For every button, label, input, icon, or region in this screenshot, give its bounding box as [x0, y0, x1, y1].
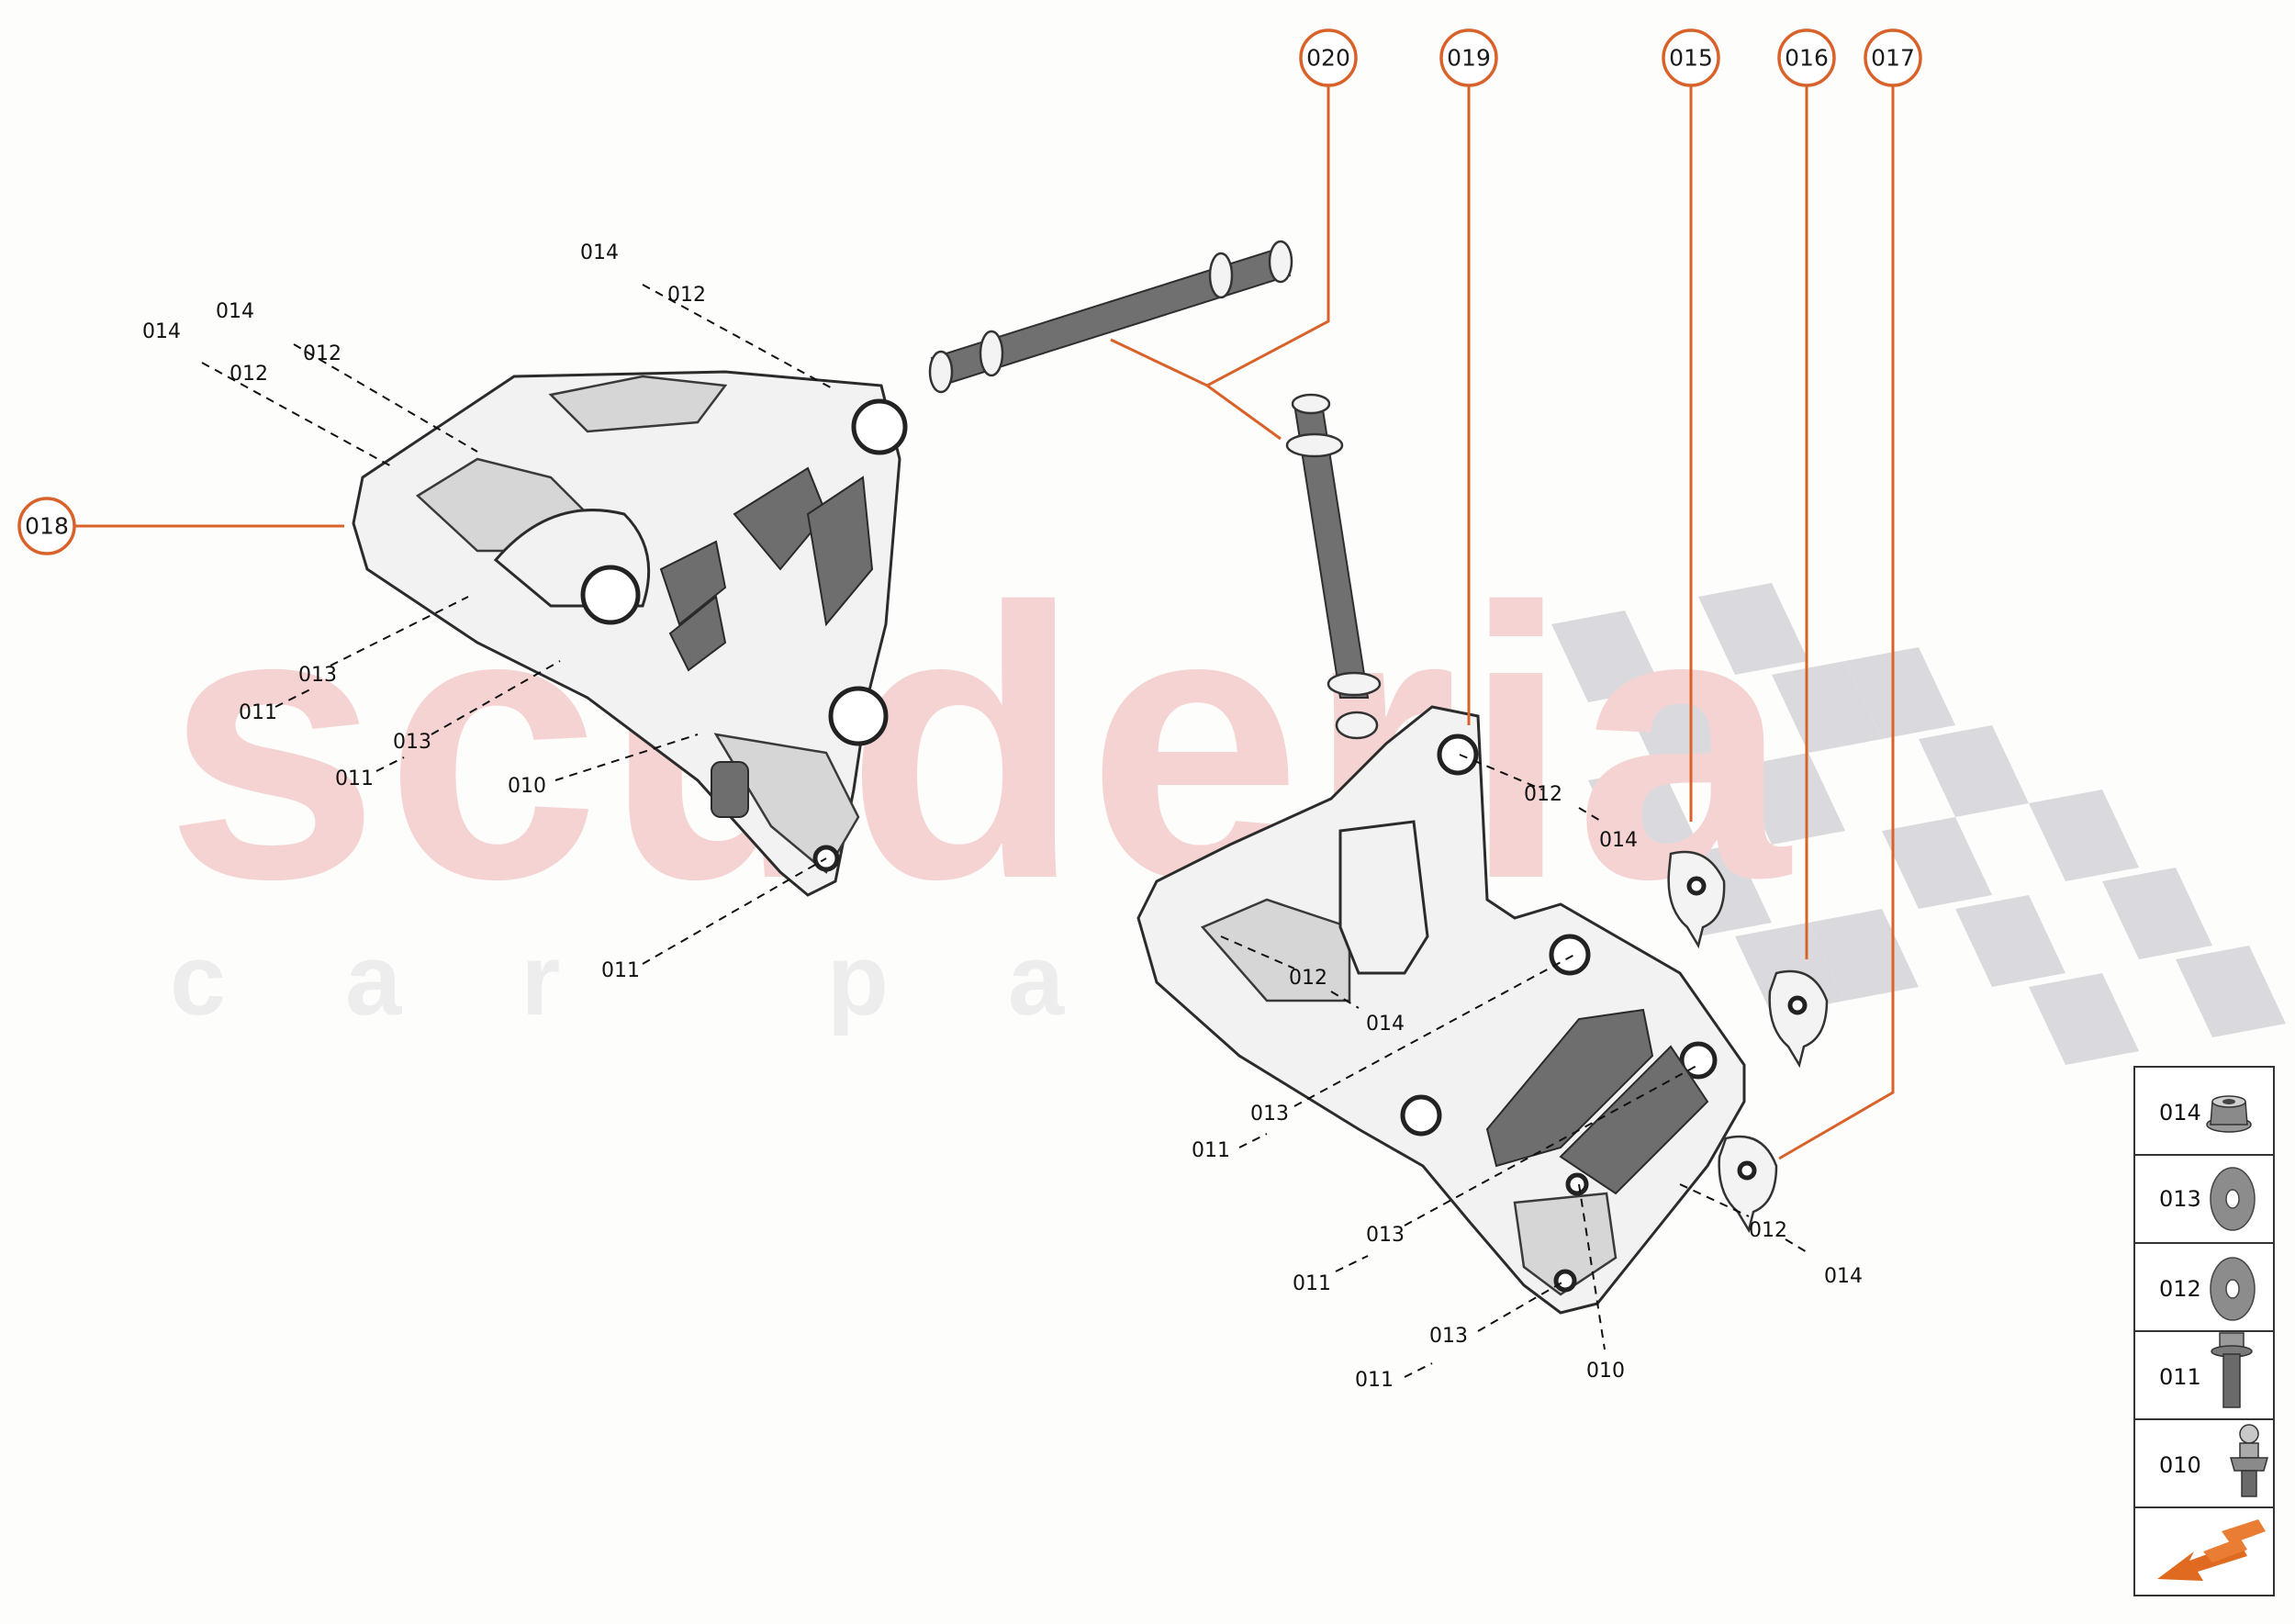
callout-020[interactable]: 020	[1299, 28, 1358, 87]
svg-text:016: 016	[1785, 45, 1829, 72]
part-label: 014	[216, 300, 254, 323]
part-label: 013	[1429, 1325, 1468, 1348]
part-label: 011	[601, 959, 640, 982]
part-label: 013	[1250, 1103, 1289, 1126]
svg-text:010: 010	[2159, 1452, 2201, 1478]
callout-015[interactable]: 015	[1662, 28, 1720, 87]
legend-item-012[interactable]: 012	[2159, 1257, 2256, 1321]
part-label: 011	[1192, 1139, 1230, 1162]
part-label: 014	[1366, 1013, 1405, 1036]
part-label: 013	[298, 664, 337, 687]
lock-washers	[1667, 850, 1829, 1234]
legend-item-010[interactable]: 010	[2159, 1424, 2268, 1497]
svg-text:012: 012	[2159, 1276, 2201, 1302]
flange-nut-icon	[2206, 1095, 2252, 1133]
part-label: 011	[239, 701, 277, 724]
part-label: 011	[1355, 1369, 1394, 1392]
svg-text:013: 013	[2159, 1186, 2201, 1212]
svg-text:015: 015	[1669, 45, 1713, 72]
part-label: 014	[580, 241, 619, 264]
part-label: 012	[1289, 967, 1327, 990]
part-label: 011	[335, 767, 374, 790]
part-label: 014	[1599, 829, 1638, 852]
part-label: 014	[142, 320, 181, 343]
washer-icon	[2210, 1167, 2256, 1231]
left-part-labels: 014 012 014 012 014 012 013 011 013 011 …	[142, 241, 706, 982]
callout-019[interactable]: 019	[1439, 28, 1498, 87]
legend-nav-button[interactable]	[2157, 1519, 2266, 1581]
dashed-lines	[201, 284, 1809, 1378]
legend-item-014[interactable]: 014	[2159, 1095, 2252, 1133]
part-label: 013	[393, 731, 431, 754]
right-engine-bracket	[1136, 705, 1746, 1315]
svg-text:017: 017	[1871, 45, 1915, 72]
flange-bolt-icon	[2211, 1332, 2253, 1408]
right-part-labels: 012 014 012 014 013 011 013 011 012 014 …	[1192, 783, 1863, 1392]
checkered-flag-watermark	[1551, 583, 2286, 1065]
mounting-rods	[928, 240, 1382, 740]
callout-017[interactable]: 017	[1864, 28, 1922, 87]
part-label: 014	[1824, 1265, 1863, 1288]
orange-arrow-icon	[2157, 1519, 2266, 1581]
parts-legend: 014 013 012 011	[2133, 1066, 2275, 1596]
left-engine-bracket	[352, 370, 908, 897]
part-label: 012	[230, 363, 268, 386]
part-label: 012	[1749, 1219, 1787, 1242]
washer-icon	[2210, 1257, 2256, 1321]
legend-item-011[interactable]: 011	[2159, 1332, 2253, 1408]
svg-text:020: 020	[1306, 45, 1350, 72]
callout-016[interactable]: 016	[1777, 28, 1836, 87]
part-label: 011	[1293, 1272, 1331, 1295]
leader-lines	[69, 78, 1895, 1160]
part-label: 013	[1366, 1224, 1405, 1247]
part-label: 010	[1586, 1360, 1625, 1383]
svg-text:018: 018	[25, 513, 69, 540]
callout-018[interactable]: 018	[17, 497, 76, 555]
svg-text:011: 011	[2159, 1364, 2201, 1390]
svg-text:014: 014	[2159, 1100, 2201, 1126]
legend-item-013[interactable]: 013	[2159, 1167, 2256, 1231]
part-label: 012	[1524, 783, 1562, 806]
part-label: 010	[508, 775, 546, 798]
svg-text:019: 019	[1447, 45, 1491, 72]
part-label: 012	[303, 342, 341, 365]
part-label: 012	[667, 284, 706, 307]
ball-stud-icon	[2230, 1424, 2268, 1497]
